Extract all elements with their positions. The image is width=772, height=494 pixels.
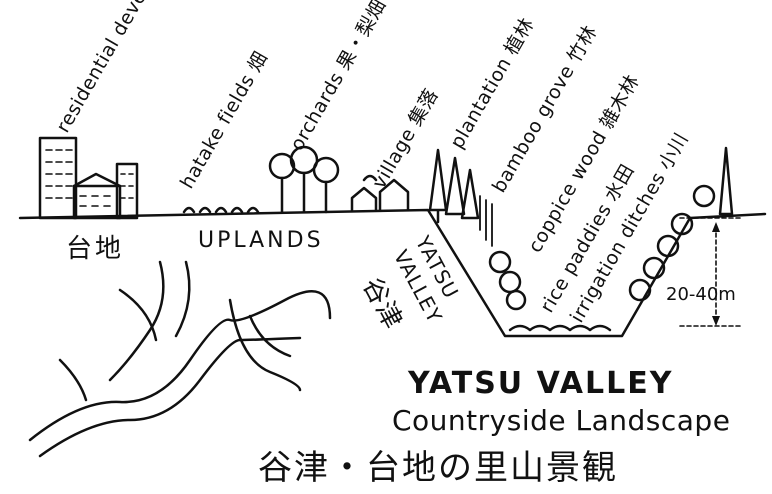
- main-title: YATSU VALLEY: [408, 366, 674, 401]
- jp-title: 谷津・台地の里山景観: [258, 448, 618, 488]
- hatake-crops: [182, 206, 260, 214]
- bamboo: [479, 195, 493, 247]
- stream-map: [28, 260, 332, 458]
- conifer-trees: [428, 148, 480, 224]
- residential-buildings: [38, 136, 139, 220]
- slope-shrubs: [488, 250, 527, 311]
- village-houses: [350, 174, 410, 212]
- subtitle: Countryside Landscape: [392, 404, 731, 437]
- coppice-trees: [628, 146, 734, 302]
- uplands-en: UPLANDS: [198, 228, 324, 253]
- height-label: 20-40m: [666, 284, 736, 305]
- uplands-jp: 台地: [66, 234, 125, 264]
- orchard-trees: [268, 145, 340, 214]
- height-marker: [679, 217, 741, 327]
